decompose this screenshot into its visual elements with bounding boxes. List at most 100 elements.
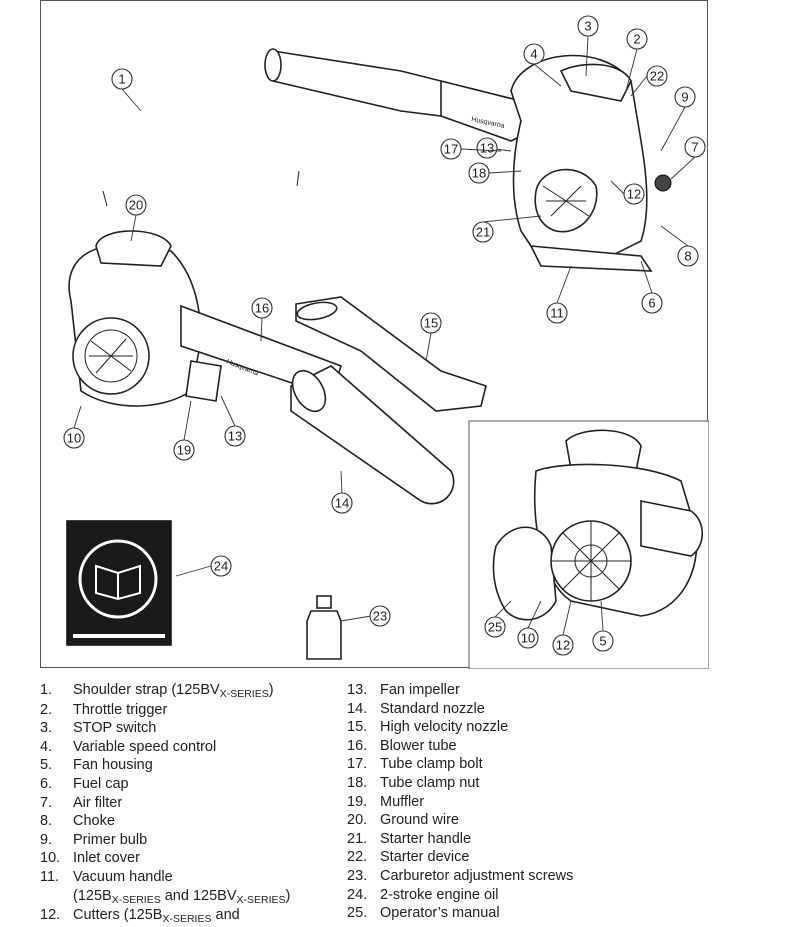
parts-item-number: 8. xyxy=(40,813,53,830)
parts-item-label: Inlet cover xyxy=(73,850,140,867)
callout-circle xyxy=(224,425,246,447)
callout-leader-line xyxy=(562,600,572,636)
callout-circle xyxy=(552,634,574,656)
parts-list-item: 6.Fuel cap xyxy=(40,775,340,794)
callout-leader-line xyxy=(660,225,689,247)
parts-item-label: Operator’s manual xyxy=(380,905,500,922)
parts-item-number: 18. xyxy=(347,774,368,791)
parts-item-label: High velocity nozzle xyxy=(380,719,509,736)
callout-number: 8 xyxy=(684,249,691,264)
parts-list-item: 11. Vacuum handle xyxy=(40,868,340,887)
callout-leader-line xyxy=(340,470,343,494)
callout-leader-line xyxy=(660,106,686,152)
parts-list-item: 2.Throttle trigger xyxy=(40,701,340,720)
callout-number: 11 xyxy=(550,306,564,321)
callout-number: 1 xyxy=(118,72,125,87)
parts-item-label: Variable speed control xyxy=(73,738,217,755)
parts-list-item: 18.Tube clamp nut xyxy=(347,774,747,793)
parts-item-number: 17. xyxy=(347,756,368,773)
parts-item-label: Choke xyxy=(73,813,115,830)
parts-item-number: 24. xyxy=(347,886,368,903)
callout-number: 22 xyxy=(650,69,664,84)
parts-list-item: 16. Blower tube xyxy=(347,737,747,756)
callout-circle xyxy=(210,555,232,577)
blower-top-right-drawing: Husqvarna xyxy=(264,48,672,272)
oil-bottle-drawing xyxy=(306,595,342,660)
parts-item-number: 1. xyxy=(40,682,53,698)
parts-list-left-column: 1. Shoulder strap (125BVX-SERIES)2.Thrott… xyxy=(40,681,340,926)
callout-number: 13 xyxy=(480,141,494,156)
parts-item-label: Starter device xyxy=(380,849,470,866)
parts-list-item: 13.Fan impeller xyxy=(347,681,747,700)
callout-circle xyxy=(440,138,462,160)
callout-circle xyxy=(331,492,353,514)
parts-list-item: 14.Standard nozzle xyxy=(347,700,747,719)
callout-circle xyxy=(420,312,442,334)
callout-leader-line xyxy=(670,156,696,180)
callout-circle xyxy=(592,630,614,652)
parts-item-number: 10. xyxy=(40,850,61,867)
parts-item-number: 5. xyxy=(40,757,53,774)
parts-item-number: 7. xyxy=(40,794,53,811)
parts-item-number: 21. xyxy=(347,830,368,847)
parts-list-item: 21. Starter handle xyxy=(347,830,747,849)
parts-item-number: 16. xyxy=(347,737,368,754)
callout-circle xyxy=(125,194,147,216)
parts-item-label: Vacuum handle xyxy=(73,868,173,885)
parts-item-label: Air filter xyxy=(73,794,123,811)
parts-list-item: 8. Choke xyxy=(40,812,340,831)
parts-list-item: 22.Starter device xyxy=(347,848,747,867)
parts-item-label: Blower tube xyxy=(380,737,457,754)
parts-list-item: 10. Inlet cover xyxy=(40,849,340,868)
callout-circle xyxy=(674,86,696,108)
callout-circle xyxy=(677,245,699,267)
callout-number: 14 xyxy=(335,496,349,511)
parts-list-item: 15.High velocity nozzle xyxy=(347,718,747,737)
parts-list-item: 7. Air filter xyxy=(40,794,340,813)
callout-circle xyxy=(577,15,599,37)
parts-item-label: 2-stroke engine oil xyxy=(380,886,499,903)
callout-number: 21 xyxy=(476,225,490,240)
callout-circle xyxy=(646,65,668,87)
parts-item-label: Muffler xyxy=(380,793,425,810)
callout-leader-line xyxy=(527,600,542,629)
callout-circle xyxy=(476,137,498,159)
callout-number: 20 xyxy=(129,198,143,213)
callout-leader-line xyxy=(585,35,589,77)
callout-leader-line xyxy=(175,565,212,577)
parts-item-label: Starter handle xyxy=(380,830,472,847)
callout-number: 25 xyxy=(488,620,502,635)
callout-circle xyxy=(111,68,133,90)
parts-list-item: 24. 2-stroke engine oil xyxy=(347,886,747,905)
blower-illustration: Husqvarna Husqvarna xyxy=(63,15,709,669)
callout-circle xyxy=(251,297,273,319)
callout-number: 10 xyxy=(67,431,81,446)
callout-circle xyxy=(63,427,85,449)
callout-number: 5 xyxy=(599,634,606,649)
operators-manual-drawing xyxy=(66,520,172,646)
parts-item-label: Fan housing xyxy=(73,757,153,774)
callout-number: 6 xyxy=(648,296,655,311)
callout-leader-line xyxy=(600,600,604,632)
callout-circle xyxy=(641,292,663,314)
parts-list-item: 23.Carburetor adjustment screws xyxy=(347,867,747,886)
callout-circle xyxy=(484,616,506,638)
callout-circle xyxy=(468,162,490,184)
callout-leader-line xyxy=(488,170,522,174)
parts-item-label: Carburetor adjustment screws xyxy=(380,867,574,884)
parts-item-number: 11. xyxy=(40,868,60,885)
callout-circle xyxy=(472,221,494,243)
callout-leader-line xyxy=(630,75,648,97)
parts-item-label: Shoulder strap (125BVX-SERIES) xyxy=(73,682,274,700)
parts-item-11-continuation: (125BX-SERIES and 125BVX-SERIES) xyxy=(73,887,291,906)
callout-leader-line xyxy=(625,48,638,92)
callout-circle xyxy=(369,605,391,627)
blower-left-drawing: Husqvarna xyxy=(68,230,343,407)
callout-leader-line xyxy=(260,317,263,342)
parts-list-item: 4.Variable speed control xyxy=(40,738,340,757)
callout-number: 7 xyxy=(691,140,698,155)
parts-list-item: 3.STOP switch xyxy=(40,719,340,738)
parts-item-number: 3. xyxy=(40,720,53,737)
callout-circle xyxy=(623,183,645,205)
